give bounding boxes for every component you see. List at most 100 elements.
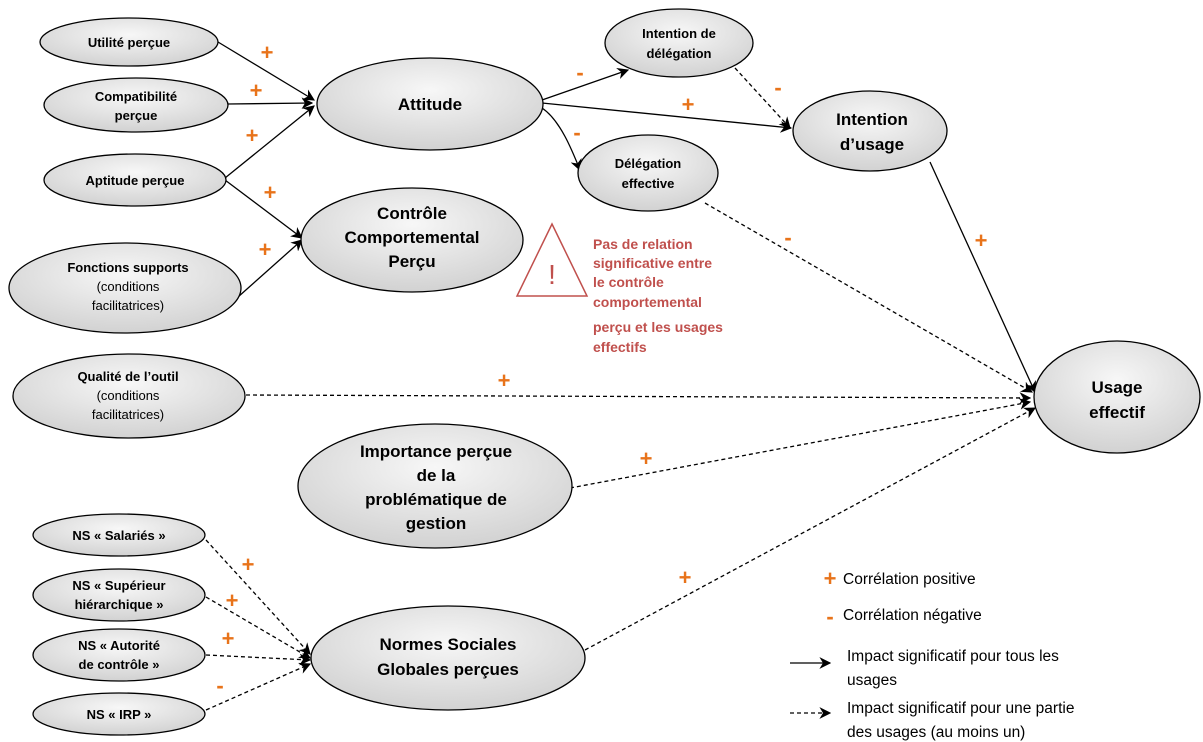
node-importance-label-3: problématique de [365,490,507,509]
sign-qualite-usage-effectif: + [498,368,511,393]
sign-ns-irp-normes: - [216,673,223,698]
node-aptitude: Aptitude perçue [43,153,227,207]
warning-line-5: perçu et les usages [593,319,723,335]
node-delegation-effective-label-1: Délégation [615,156,682,171]
edge-aptitude-attitude [224,105,315,179]
node-importance-label-2: de la [417,466,456,485]
node-qualite-sub-1: (conditions [97,388,160,403]
node-ns-autorite: NS « Autorité de contrôle » [32,628,206,682]
edge-intention-delegation-intention-usage [734,67,791,129]
edge-attitude-intention-delegation [541,67,630,101]
edge-importance-usage-effectif [569,398,1032,489]
sign-aptitude-attitude: + [246,123,259,148]
edge-compatibilite-attitude [227,97,314,109]
node-utilite: Utilité perçue [39,17,219,67]
node-intention-usage-label-1: Intention [836,110,908,129]
edge-normes-usage-effectif [584,407,1037,651]
node-normes: Normes Sociales Globales perçues [310,605,586,711]
sign-delegation-effective-usage-effectif: - [784,225,791,250]
dashed-edges [205,67,1037,711]
sign-attitude-intention-usage: + [682,92,695,117]
edge-aptitude-controle [224,179,303,239]
node-importance: Importance perçue de la problématique de… [297,423,573,549]
node-ns-salaries: NS « Salariés » [32,513,206,557]
node-usage-effectif-label-1: Usage [1091,378,1142,397]
node-compatibilite-label-2: perçue [115,108,158,123]
node-fonctions-supports: Fonctions supports (conditions facilitat… [8,242,242,334]
node-delegation-effective: Délégation effective [577,134,719,212]
sign-aptitude-controle: + [264,180,277,205]
node-normes-label-2: Globales perçues [377,660,519,679]
node-delegation-effective-label-2: effective [622,176,675,191]
node-ns-irp-label: NS « IRP » [87,707,152,722]
node-compatibilite: Compatibilité perçue [43,77,229,133]
edge-intention-usage-usage-effectif [929,161,1036,394]
node-ns-salaries-label: NS « Salariés » [72,528,165,543]
node-compatibilite-label-1: Compatibilité [95,89,177,104]
warning-line-4: comportemental [593,294,702,310]
edge-fonctions-controle [237,239,303,298]
node-qualite-label: Qualité de l’outil [77,369,178,384]
node-intention-usage-label-2: d’usage [840,135,904,154]
node-normes-label-1: Normes Sociales [379,635,516,654]
warning-line-6: effectifs [593,339,647,355]
edge-ns-salaries-normes [205,539,311,655]
node-utilite-label: Utilité perçue [88,35,170,50]
node-aptitude-label: Aptitude perçue [86,173,185,188]
node-intention-delegation: Intention de délégation [604,8,754,78]
solid-edges [217,41,1036,394]
legend-solid-label-1: Impact significatif pour tous les [847,648,1059,665]
edge-qualite-usage-effectif [245,392,1032,404]
node-controle-label-1: Contrôle [377,204,447,223]
warning-triangle-icon [515,222,589,297]
sign-ns-autorite-normes: + [222,626,235,651]
sign-intention-delegation-intention-usage: - [774,75,781,100]
edge-ns-irp-normes [205,662,312,711]
edge-attitude-intention-usage [541,102,793,133]
sign-compatibilite-attitude: + [250,78,263,103]
node-usage-effectif: Usage effectif [1033,340,1201,454]
node-fonctions-label: Fonctions supports [67,260,188,275]
node-ns-autorite-label-1: NS « Autorité [78,638,160,653]
legend-negative-label: Corrélation négative [843,607,982,624]
edge-attitude-delegation-effective [541,107,582,172]
legend: + Corrélation positive - Corrélation nég… [790,566,1074,741]
node-usage-effectif-label-2: effectif [1089,403,1145,422]
warning-line-1: Pas de relation [593,236,693,252]
node-qualite-outil: Qualité de l’outil (conditions facilitat… [12,353,246,439]
node-controle: Contrôle Comportemental Perçu [300,187,524,293]
sign-attitude-delegation-effective: - [573,120,580,145]
sign-ns-superieur-normes: + [226,588,239,613]
warning-exclamation: ! [548,259,556,290]
node-ns-superieur-label-2: hiérarchique » [75,597,164,612]
edge-ns-autorite-normes [205,653,312,666]
edge-signs: + + + + + - - + - - + + + + + + + - [216,40,987,698]
node-importance-label-4: gestion [406,514,466,533]
sign-intention-usage-usage-effectif: + [975,228,988,253]
node-attitude-label: Attitude [398,95,462,114]
legend-dashed-label-2: des usages (au moins un) [847,724,1025,741]
node-ns-superieur-label-1: NS « Supérieur [72,578,165,593]
sign-importance-usage-effectif: + [640,446,653,471]
node-ns-superieur: NS « Supérieur hiérarchique » [32,568,206,622]
legend-plus-icon: + [824,566,837,591]
node-ns-irp: NS « IRP » [32,692,206,736]
sign-ns-salaries-normes: + [242,552,255,577]
node-intention-usage: Intention d’usage [792,90,948,172]
node-controle-label-2: Comportemental [344,228,479,247]
node-attitude: Attitude [316,57,544,151]
warning-line-3: le contrôle [593,274,664,290]
node-importance-label-1: Importance perçue [360,442,512,461]
legend-dashed-label-1: Impact significatif pour une partie [847,700,1074,717]
legend-solid-label-2: usages [847,672,897,689]
sign-fonctions-controle: + [259,237,272,262]
edge-utilite-attitude [217,41,316,101]
sign-utilite-attitude: + [261,40,274,65]
node-ns-autorite-label-2: de contrôle » [79,657,160,672]
edge-ns-superieur-normes [205,596,312,659]
node-fonctions-sub-2: facilitatrices) [92,298,164,313]
node-controle-label-3: Perçu [388,252,435,271]
sign-attitude-intention-delegation: - [576,60,583,85]
